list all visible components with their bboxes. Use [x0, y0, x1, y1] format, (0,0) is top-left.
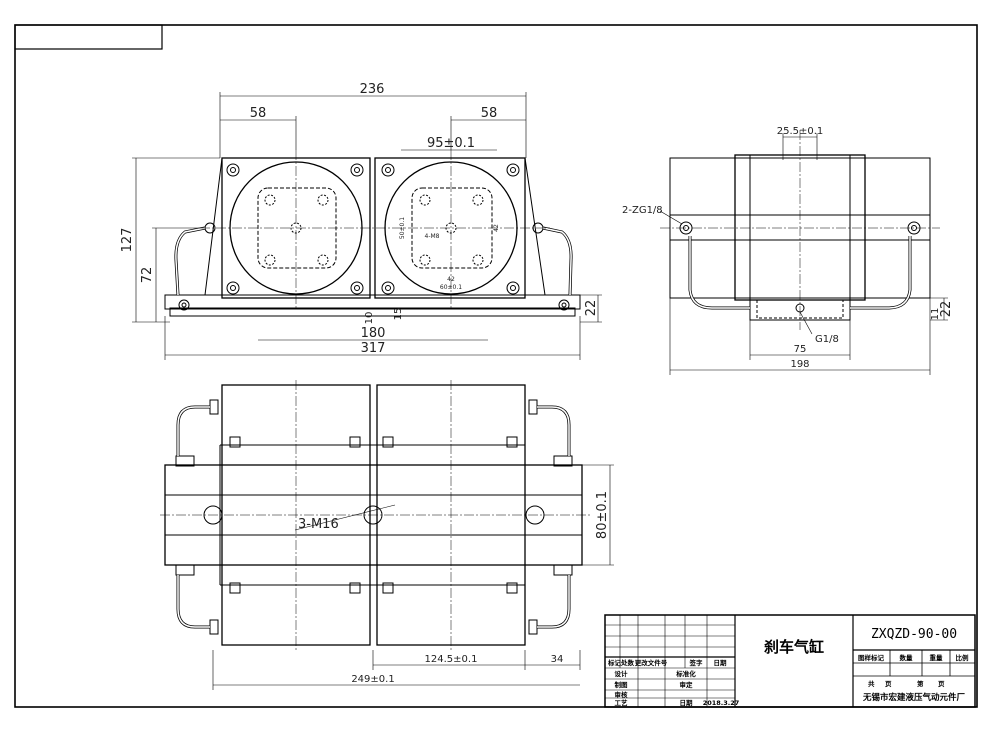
right-header-2: 重量	[930, 653, 944, 662]
mid-label-std: 标准化	[675, 669, 696, 678]
outer-frame	[14, 24, 978, 708]
top-left-label-box	[14, 24, 163, 50]
dim-10: 10	[364, 312, 375, 325]
right-header-3: 比例	[956, 653, 970, 662]
dim-75: 75	[794, 344, 807, 355]
right-header-1: 数量	[900, 653, 914, 662]
left-label-process: 工艺	[615, 698, 629, 707]
dim-58-left: 58	[250, 106, 267, 121]
dim-72: 72	[140, 267, 155, 284]
dim-80: 80±0.1	[595, 491, 610, 539]
sheet-page: 页	[885, 680, 892, 688]
part-name: 刹车气缸	[764, 638, 824, 656]
dim-34: 34	[551, 654, 564, 665]
row-header-1: 更改文件号	[635, 658, 668, 667]
dim-236: 236	[360, 82, 385, 97]
title-block	[604, 614, 976, 708]
right-header-0: 图样标记	[858, 653, 885, 662]
plan-view-dimensions	[212, 464, 614, 690]
dim-15: 15	[393, 308, 404, 321]
dim-42b: 42	[493, 224, 500, 232]
side-view	[660, 130, 940, 330]
left-label-review: 审核	[615, 690, 629, 699]
dim-60: 60±0.1	[440, 284, 462, 291]
drawing-number: ZXQZD-90-00	[871, 627, 957, 642]
dim-317: 317	[361, 341, 386, 356]
dim-11-side: 11	[930, 308, 941, 321]
dim-22-front: 22	[584, 300, 599, 317]
row-header-3: 日期	[714, 658, 728, 667]
company-name: 无锡市宏建液压气动元件厂	[862, 692, 966, 703]
port-label: 2-ZG1/8	[622, 205, 663, 216]
port-bottom-label: G1/8	[815, 334, 839, 345]
dim-124-5: 124.5±0.1	[425, 654, 478, 665]
row-header-2: 签字	[689, 658, 704, 667]
dim-58-right: 58	[481, 106, 498, 121]
dim-95: 95±0.1	[427, 136, 475, 151]
dim-42: 42	[447, 276, 455, 283]
front-view	[164, 150, 581, 317]
date-label: 日期	[680, 698, 694, 707]
sheet-no: 第	[917, 679, 924, 688]
left-label-design: 设计	[615, 669, 629, 678]
mid-label-approve: 审定	[680, 680, 694, 689]
dim-249: 249±0.1	[351, 674, 394, 685]
sheet-total: 共	[868, 679, 875, 688]
date-value: 2018.3.27	[703, 699, 740, 707]
front-view-dimensions	[132, 92, 602, 360]
dim-127: 127	[120, 228, 135, 253]
dim-22-side: 22	[939, 301, 954, 318]
inner-thread-label: 4-M8	[425, 233, 440, 240]
plan-view	[160, 380, 590, 650]
left-label-draw: 制图	[615, 680, 629, 689]
sheet-page-2: 页	[938, 680, 945, 688]
row-header-0: 标记处数	[607, 658, 635, 667]
dim-50: 50±0.1	[399, 217, 406, 239]
dim-25-5: 25.5±0.1	[777, 126, 824, 137]
dim-180: 180	[361, 326, 386, 341]
side-view-dimensions	[659, 133, 948, 375]
dim-198: 198	[790, 359, 809, 370]
thread-label: 3-M16	[298, 517, 339, 532]
